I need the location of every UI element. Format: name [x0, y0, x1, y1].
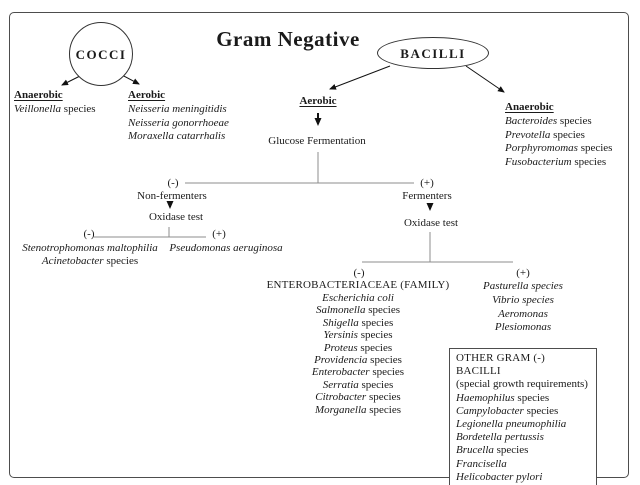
- list-item: Brucella species: [456, 444, 529, 457]
- glucose-positive-sign: (+): [420, 177, 434, 189]
- diagram-border: [9, 12, 629, 478]
- cocci-anaerobic-header: Anaerobic: [14, 89, 63, 101]
- bacilli-label: BACILLI: [400, 45, 466, 61]
- list-item: Stenotrophomonas maltophilia: [22, 242, 158, 254]
- oxidase-right-negative-sign: (-): [353, 267, 365, 279]
- bacilli-aerobic-header: Aerobic: [299, 95, 337, 107]
- oxidase-left-positive-list: Pseudomonas aeruginosa: [169, 242, 282, 255]
- list-item: Neisseria meningitidis: [128, 102, 227, 115]
- list-item: Yersinis species: [323, 329, 393, 342]
- cocci-label: COCCI: [75, 46, 127, 62]
- list-item: Providencia species: [314, 354, 402, 367]
- other-gram-bacilli-subtitle: (special growth requirements): [456, 378, 588, 391]
- list-item: Legionella pneumophilia: [456, 418, 567, 431]
- enterobacteriaceae-header: ENTEROBACTERIACEAE (FAMILY): [266, 279, 450, 291]
- bacilli-node: BACILLI: [377, 37, 489, 69]
- oxidase-test-left-label: Oxidase test: [148, 211, 204, 223]
- list-item: Shigella species: [322, 316, 394, 329]
- list-item: Aeromonas: [498, 307, 548, 320]
- list-item: Citrobacter species: [315, 391, 401, 404]
- list-item: Enterobacter species: [311, 366, 405, 379]
- list-item: Plesiomonas: [494, 321, 552, 334]
- list-item: Fusobacterium species: [505, 156, 607, 169]
- list-item: Bacteroides species: [505, 114, 592, 127]
- list-item: Veillonella species: [14, 102, 96, 115]
- list-item: Acinetobacter species: [41, 255, 139, 268]
- list-item: Porphyromomas species: [505, 142, 613, 155]
- oxidase-left-positive-sign: (+): [212, 228, 226, 240]
- list-item: Proteus species: [323, 341, 393, 354]
- list-item: Bordetella pertussis: [456, 431, 544, 444]
- oxidase-right-positive-sign: (+): [516, 267, 530, 279]
- page-title: Gram Negative: [216, 27, 360, 51]
- cocci-aerobic-header: Aerobic: [128, 89, 166, 101]
- list-item: Salmonella species: [315, 304, 400, 317]
- non-fermenters-label: Non-fermenters: [137, 190, 207, 202]
- other-gram-bacilli-title: OTHER GRAM (-) BACILLI: [456, 352, 545, 378]
- list-item: Pseudomonas aeruginosa: [169, 242, 283, 254]
- list-item: Escherichia coli: [322, 292, 394, 304]
- list-item: Haemophilus species: [456, 391, 550, 404]
- bacilli-anaerobic-header: Anaerobic: [505, 101, 554, 113]
- glucose-fermentation-label: Glucose Fermentation: [268, 135, 366, 147]
- list-item: Helicobacter pylori: [456, 470, 543, 483]
- list-item: Morganella species: [314, 403, 402, 416]
- oxidase-test-right-label: Oxidase test: [403, 217, 459, 229]
- cocci-anaerobic-list: Veillonella species: [14, 103, 96, 117]
- oxidase-left-negative-sign: (-): [83, 228, 95, 240]
- list-item: Vibrio species: [492, 293, 554, 306]
- glucose-negative-sign: (-): [167, 177, 179, 189]
- list-item: Prevotella species: [505, 128, 585, 141]
- list-item: Francisella: [456, 457, 507, 470]
- other-gram-bacilli-box: OTHER GRAM (-) BACILLI (special growth r…: [449, 348, 597, 485]
- list-item: Pasturella species: [483, 280, 563, 292]
- list-item: Moraxella catarrhalis: [128, 130, 226, 143]
- fermenters-label: Fermenters: [402, 190, 452, 202]
- list-item: Neisseria gonorrhoeae: [128, 116, 229, 129]
- cocci-node: COCCI: [69, 22, 133, 86]
- cocci-anaerobic-group: Anaerobic Veillonella species: [14, 89, 96, 117]
- list-item: Serratia species: [322, 378, 394, 391]
- list-item: Campylobacter species: [456, 404, 559, 417]
